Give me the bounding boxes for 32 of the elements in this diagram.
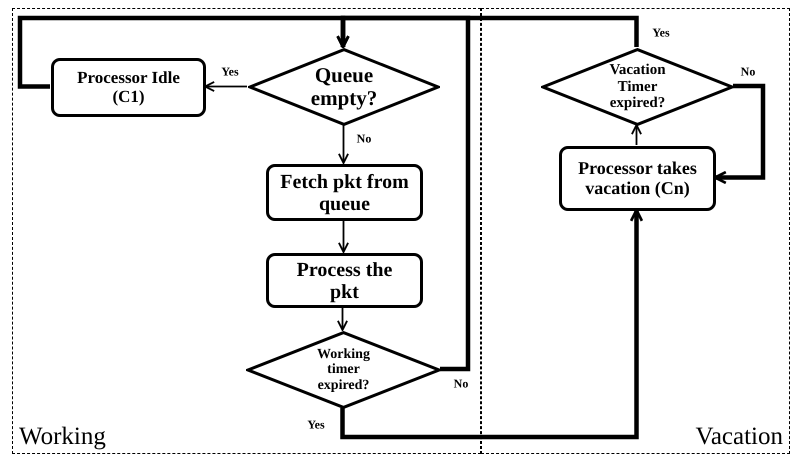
edge-label: Yes	[220, 65, 240, 79]
arrow	[714, 84, 766, 184]
process-box	[559, 146, 716, 211]
region-panel	[12, 8, 481, 454]
process-text: Fetch pkt from queue	[279, 170, 410, 214]
arrow	[336, 16, 639, 48]
region-label: Vacation	[696, 424, 783, 449]
process-text: Process the pkt	[296, 258, 394, 302]
process-box	[51, 58, 206, 117]
region-panel	[481, 8, 790, 454]
arrow	[337, 307, 348, 331]
process-text: Processor Idle (C1)	[76, 68, 181, 106]
edge-label: Yes	[306, 418, 326, 432]
decision-diamond	[246, 331, 441, 409]
arrow	[204, 81, 247, 92]
process-box	[266, 164, 423, 221]
edge-label: No	[740, 65, 756, 79]
decision-text: Queue empty?	[310, 64, 378, 110]
edge-label: Yes	[651, 26, 671, 40]
process-text: Processor takes vacation (Cn)	[577, 158, 698, 198]
arrow	[340, 208, 644, 440]
arrow	[338, 220, 349, 253]
arrow	[631, 124, 642, 145]
edge-label: No	[452, 377, 470, 391]
decision-text: Vacation Timer expired?	[608, 62, 667, 112]
arrow	[338, 125, 349, 164]
edge-label: No	[356, 132, 372, 146]
process-box	[266, 253, 423, 308]
decision-diamond	[248, 48, 440, 126]
decision-text: Working timer expired?	[316, 346, 371, 394]
decision-diamond	[541, 48, 734, 126]
region-label: Working	[19, 424, 106, 449]
